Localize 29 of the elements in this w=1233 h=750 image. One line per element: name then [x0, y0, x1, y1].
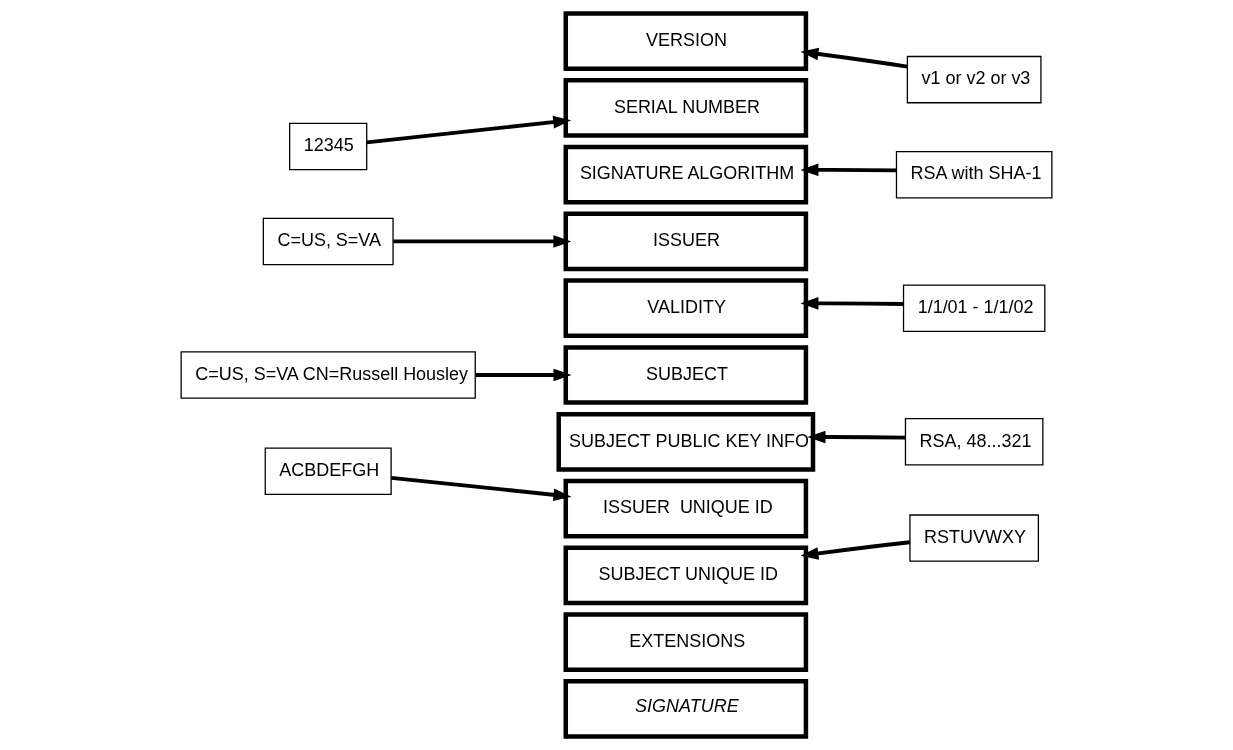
arrow — [800, 297, 904, 310]
node-box: SUBJECT UNIQUE ID — [563, 545, 809, 606]
node-box: RSTUVWXY — [909, 514, 1040, 562]
arrow — [366, 115, 572, 145]
arrow — [807, 430, 906, 444]
node-box: VERSION — [563, 11, 809, 71]
arrow — [800, 163, 897, 177]
node-box: C=US, S=VA — [262, 217, 394, 266]
node-box: VALIDITY — [563, 278, 809, 339]
node-box: ISSUER — [563, 211, 809, 272]
node-box: SIGNATURE — [563, 679, 809, 739]
node-box: RSA with SHA-1 — [895, 150, 1053, 199]
node-box: ISSUER UNIQUE ID — [563, 478, 809, 539]
node-box: SIGNATURE ALGORITHM — [563, 144, 809, 205]
node-box: v1 or v2 or v3 — [906, 55, 1042, 104]
node-box: SUBJECT PUBLIC KEY INFO — [556, 411, 816, 472]
arrow — [393, 235, 572, 248]
node-box: 1/1/01 - 1/1/02 — [902, 284, 1046, 332]
node-box: 12345 — [289, 122, 368, 171]
node-box: ACBDEFGH — [264, 447, 392, 496]
arrow — [800, 540, 910, 560]
arrow — [475, 368, 572, 382]
node-box: C=US, S=VA CN=Russell Housley — [180, 351, 476, 399]
arrow — [800, 47, 908, 69]
arrow — [391, 475, 572, 502]
node-box: SERIAL NUMBER — [563, 78, 809, 138]
node-box: SUBJECT — [563, 345, 809, 405]
node-box: EXTENSIONS — [563, 612, 809, 672]
node-box: RSA, 48...321 — [904, 418, 1044, 466]
